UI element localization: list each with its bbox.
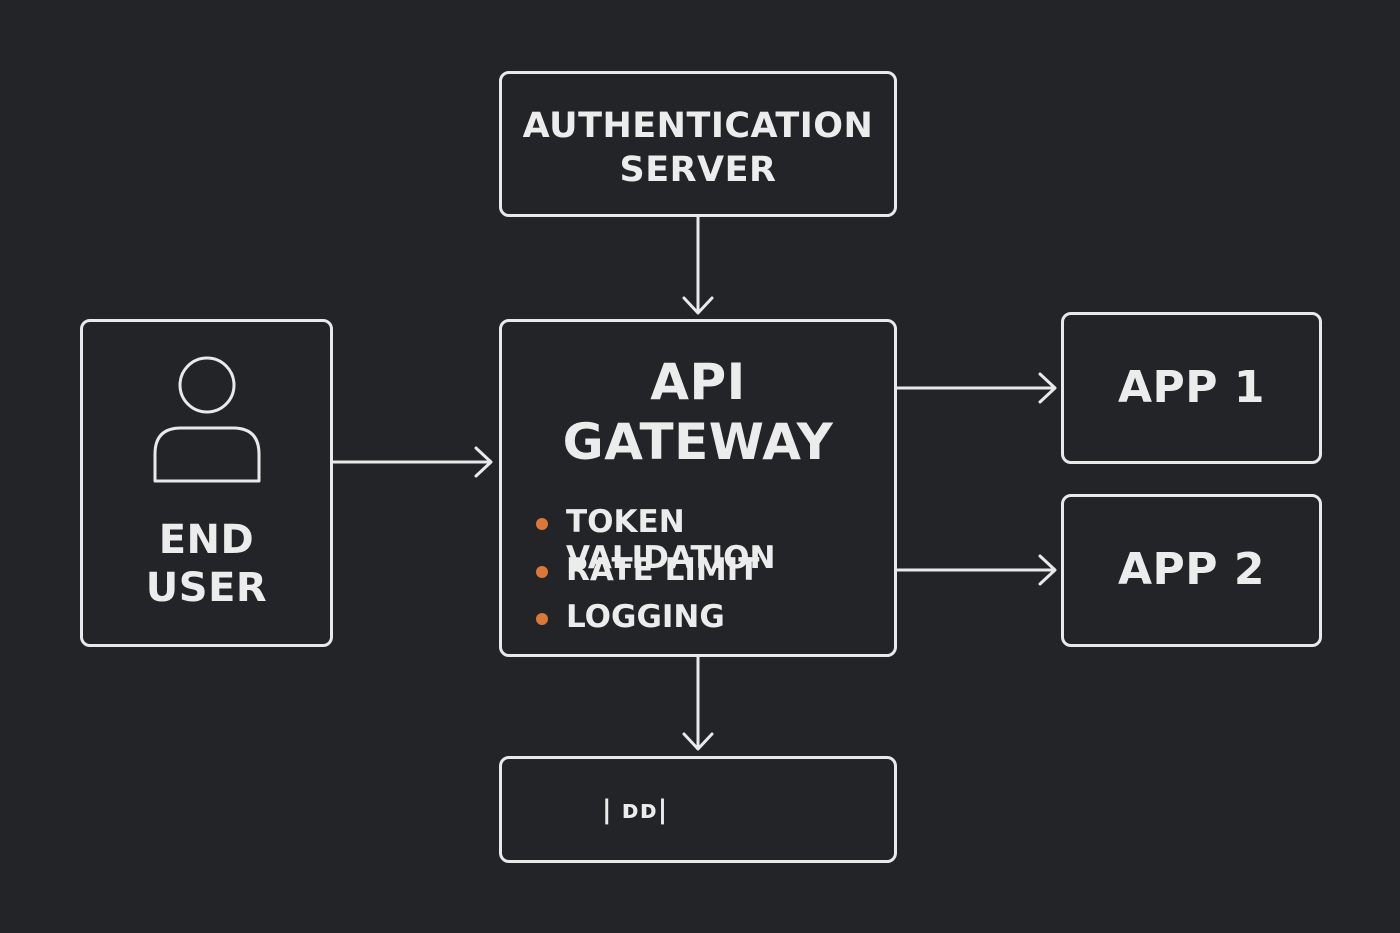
auth-server-line2: SERVER bbox=[619, 150, 777, 190]
app1-box: APP 1 bbox=[1061, 312, 1322, 464]
arrow-auth-to-gateway bbox=[682, 214, 714, 315]
feature-rate-limit: RATE LIMIT bbox=[566, 552, 760, 588]
arrow-gateway-to-app1 bbox=[894, 372, 1057, 404]
arrow-gateway-to-bottom bbox=[682, 654, 714, 751]
bullet-dot bbox=[536, 613, 548, 625]
api-gateway-line1: API bbox=[650, 353, 746, 411]
feature-token-validation: TOKEN VALIDATION bbox=[566, 504, 776, 576]
app2-label: APP 2 bbox=[1118, 544, 1265, 595]
end-user-line2: USER bbox=[145, 565, 268, 611]
auth-server-title: AUTHENTICATION SERVER bbox=[502, 104, 894, 192]
app1-label: APP 1 bbox=[1118, 362, 1265, 413]
end-user-box: END USER bbox=[80, 319, 333, 647]
api-gateway-line2: GATEWAY bbox=[562, 413, 834, 471]
api-gateway-title: API GATEWAY bbox=[502, 352, 894, 472]
arrow-gateway-to-app2 bbox=[894, 554, 1057, 586]
arrow-user-to-gateway bbox=[330, 446, 493, 478]
api-gateway-box: API GATEWAY TOKEN VALIDATION RATE LIMIT … bbox=[499, 319, 897, 657]
bottom-box-label: | ᴅᴅ| bbox=[602, 795, 668, 825]
bottom-box: | ᴅᴅ| bbox=[499, 756, 897, 863]
end-user-label: END USER bbox=[83, 516, 330, 612]
auth-server-line1: AUTHENTICATION bbox=[522, 106, 874, 146]
end-user-line1: END bbox=[158, 517, 255, 563]
auth-server-box: AUTHENTICATION SERVER bbox=[499, 71, 897, 217]
bullet-dot bbox=[536, 566, 548, 578]
bullet-dot bbox=[536, 518, 548, 530]
user-icon bbox=[153, 356, 261, 483]
app2-box: APP 2 bbox=[1061, 494, 1322, 647]
feature-logging: LOGGING bbox=[566, 599, 725, 635]
